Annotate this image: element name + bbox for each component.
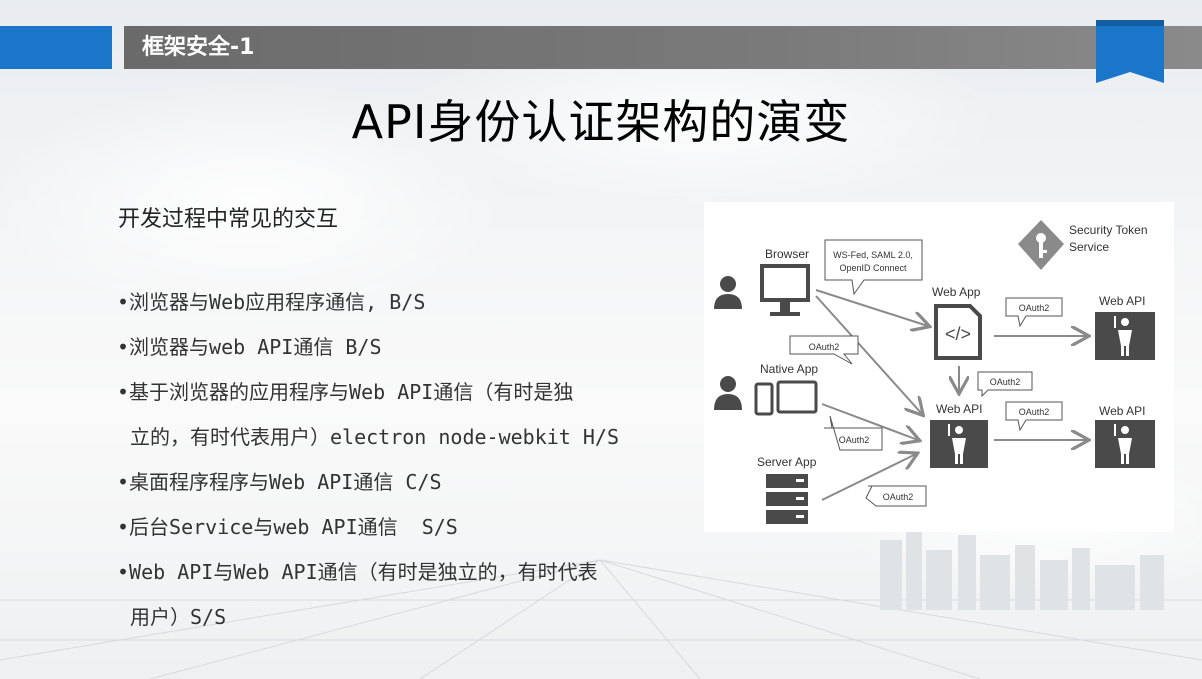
sts-label-line2: Service — [1069, 240, 1109, 254]
user-icon — [714, 276, 742, 309]
web-api-top-right-icon — [1095, 312, 1155, 360]
native-app-devices-icon — [754, 380, 818, 416]
sts-label-line1: Security Token — [1069, 223, 1148, 237]
wsfed-line2: OpenID Connect — [839, 263, 907, 273]
oauth2-callout: OAuth2 — [977, 371, 1033, 398]
bullet-item: •桌面程序程序与Web API通信 C/S — [117, 470, 442, 494]
auth-architecture-diagram: Security Token Service Browser Native Ap… — [704, 202, 1174, 532]
oauth2-callout: OAuth2 — [824, 415, 883, 451]
flow-arrows — [815, 289, 1087, 501]
oauth2-label: OAuth2 — [883, 492, 914, 502]
slide-title: API身份认证架构的演变 — [351, 95, 851, 149]
browser-label: Browser — [765, 247, 809, 261]
oauth2-label: OAuth2 — [839, 435, 870, 445]
oauth2-callout: OAuth2 — [1005, 401, 1063, 432]
server-app-label: Server App — [757, 455, 817, 469]
header-accent-block — [0, 26, 112, 69]
oauth2-label: OAuth2 — [1019, 303, 1050, 313]
browser-monitor-icon — [760, 264, 810, 316]
user-icon — [714, 376, 742, 410]
bookmark-ribbon-icon — [1096, 20, 1164, 83]
web-api-center-icon — [930, 420, 988, 468]
security-token-service-icon — [1018, 220, 1064, 270]
web-app-label: Web App — [932, 285, 981, 299]
web-api-top-right-label: Web API — [1099, 294, 1145, 308]
web-api-bottom-right-label: Web API — [1099, 404, 1145, 418]
bullet-item: •后台Service与web API通信 S/S — [117, 515, 458, 539]
header-bar — [124, 26, 1202, 69]
bullet-item: •浏览器与web API通信 B/S — [117, 335, 382, 359]
oauth2-callout: OAuth2 — [865, 485, 927, 507]
bullet-item: •浏览器与Web应用程序通信, B/S — [117, 290, 426, 314]
slide-subtitle: 开发过程中常见的交互 — [118, 207, 339, 232]
bullet-item: •基于浏览器的应用程序与Web API通信（有时是独 立的，有时代表用户）ele… — [117, 380, 619, 449]
oauth2-label: OAuth2 — [809, 342, 840, 352]
oauth2-label: OAuth2 — [990, 377, 1021, 387]
wsfed-callout: WS-Fed, SAML 2.0, OpenID Connect — [824, 239, 923, 296]
svg-text:</>: </> — [945, 324, 971, 344]
bullet-item: •Web API与Web API通信（有时是独立的，有时代表 用户）S/S — [117, 560, 598, 629]
web-api-bottom-right-icon — [1095, 420, 1155, 468]
web-api-center-label: Web API — [936, 402, 982, 416]
native-app-label: Native App — [760, 362, 818, 376]
oauth2-label: OAuth2 — [1019, 407, 1050, 417]
bullet-list: •浏览器与Web应用程序通信, B/S •浏览器与web API通信 B/S •… — [117, 280, 707, 640]
oauth2-callout: OAuth2 — [1005, 297, 1063, 328]
web-app-code-icon: </> — [934, 304, 982, 360]
section-title: 框架安全-1 — [142, 35, 255, 60]
server-stack-icon — [766, 474, 808, 524]
wsfed-line1: WS-Fed, SAML 2.0, — [833, 250, 913, 260]
oauth2-callout: OAuth2 — [789, 335, 859, 365]
